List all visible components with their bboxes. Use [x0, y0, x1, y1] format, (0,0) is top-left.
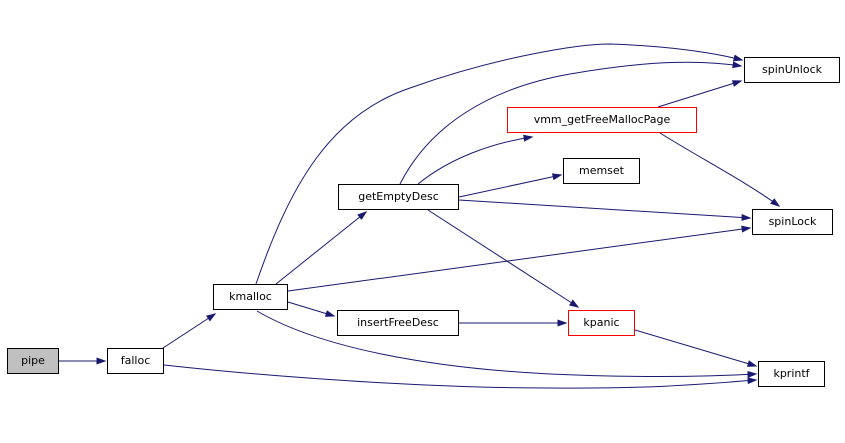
node-spinlock[interactable]: spinLock — [752, 209, 833, 235]
node-vmm-getfreemallocpage[interactable]: vmm_getFreeMallocPage — [507, 107, 697, 133]
edge-kmalloc-spinunlock — [255, 43, 744, 285]
edge-getemptydesc-vmmgetfreemallocpage — [417, 134, 534, 185]
edge-getemptydesc-memset — [458, 173, 563, 198]
node-memset[interactable]: memset — [563, 158, 640, 184]
node-pipe: pipe — [7, 348, 59, 374]
edge-kmalloc-insertfreedesc — [287, 301, 336, 317]
edge-kpanic-kprintf — [634, 329, 758, 367]
node-falloc[interactable]: falloc — [107, 348, 164, 374]
node-kpanic[interactable]: kpanic — [568, 310, 635, 336]
edge-falloc-kprintf — [163, 364, 758, 389]
edge-kmalloc-kprintf — [256, 310, 758, 378]
edge-vmmgetfreemallocpage-spinlock — [659, 132, 781, 207]
node-kmalloc[interactable]: kmalloc — [213, 284, 288, 310]
node-getemptydesc[interactable]: getEmptyDesc — [338, 184, 459, 210]
edge-falloc-kmalloc — [162, 313, 217, 349]
node-spinunlock[interactable]: spinUnlock — [744, 57, 840, 83]
edge-getemptydesc-spinlock — [458, 199, 752, 221]
edge-getemptydesc-kpanic — [427, 209, 580, 308]
edge-kmalloc-getemptydesc — [275, 211, 368, 285]
edge-kmalloc-spinlock — [287, 225, 752, 292]
edge-getemptydesc-spinunlock — [399, 61, 743, 185]
node-kprintf[interactable]: kprintf — [758, 361, 825, 387]
edge-vmmgetfreemallocpage-spinunlock — [657, 80, 743, 108]
node-insertfreedesc[interactable]: insertFreeDesc — [337, 310, 459, 336]
